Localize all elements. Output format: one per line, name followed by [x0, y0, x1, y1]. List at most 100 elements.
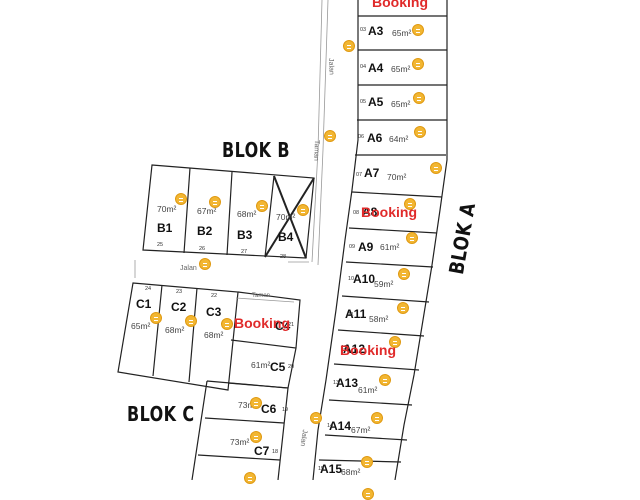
- coin-icon[interactable]: [406, 232, 418, 244]
- coin-icon[interactable]: [379, 374, 391, 386]
- blok-a-lot-number: 11: [348, 312, 354, 318]
- coin-icon[interactable]: [310, 412, 322, 424]
- coin-icon[interactable]: [412, 24, 424, 36]
- blok-a-lot-code: A5: [368, 95, 384, 109]
- coin-icon[interactable]: [371, 412, 383, 424]
- coin-icon[interactable]: [256, 200, 268, 212]
- blok-a-lot-size: 64m²: [389, 134, 409, 144]
- blok-a-lot-code: A13: [336, 376, 359, 390]
- blok-a-back: [394, 0, 448, 480]
- coin-icon[interactable]: [414, 126, 426, 138]
- coin-icon[interactable]: [150, 312, 162, 324]
- blok-c-lot-size: 68m²: [204, 330, 224, 340]
- blok-c-bottom: [191, 380, 289, 480]
- blok-b-lot-size: 67m²: [197, 206, 217, 216]
- road-label-taman-c: Taman: [252, 293, 271, 299]
- blok-a-lot-code: A15: [320, 462, 343, 476]
- blok-a-lot-size: 65m²: [391, 64, 411, 74]
- blok-b-lot-code: B2: [197, 224, 213, 238]
- coin-icon[interactable]: [250, 397, 262, 409]
- coin-icon[interactable]: [297, 204, 309, 216]
- blok-a-lot-size: 67m²: [351, 425, 371, 435]
- blok-a-lot-code: A7: [364, 166, 380, 180]
- blok-a-lot-code: A4: [368, 61, 384, 75]
- blok-b-lot-size: 70m²: [157, 204, 177, 214]
- coin-icon[interactable]: [398, 268, 410, 280]
- road-lines: [134, 0, 329, 278]
- coin-icon[interactable]: [362, 488, 374, 500]
- blok-c-lot-code: C5: [270, 360, 286, 374]
- coin-icon[interactable]: [404, 198, 416, 210]
- siteplan-map: [117, 0, 448, 480]
- blok-b-lot-number: 27: [241, 249, 248, 255]
- road-label-jalan-horizontal: Jalan: [180, 265, 197, 272]
- blok-b-lot-number: 28: [280, 254, 287, 260]
- blok-c-lot-code: C1: [136, 297, 152, 311]
- blok-b-lot-code: B4: [278, 230, 294, 244]
- coin-icon[interactable]: [244, 472, 256, 484]
- coin-icon[interactable]: [412, 58, 424, 70]
- blok-b-lot-code: B1: [157, 221, 173, 235]
- blok-a-lot-number: 14: [327, 423, 334, 429]
- blok-a-lot-size: 59m²: [374, 279, 394, 289]
- blok-a-lot-size: 65m²: [392, 28, 412, 38]
- blok-a-lot-code: A8: [362, 205, 378, 219]
- blok-b-lot-number: 26: [199, 246, 206, 252]
- coin-icon[interactable]: [413, 92, 425, 104]
- blok-c-lot-number: 24: [145, 286, 152, 292]
- blok-a-lot-size: 65m²: [391, 99, 411, 109]
- blok-b-title: BLOK B: [222, 138, 290, 162]
- lot-lines: [117, 0, 448, 480]
- blok-a-lot-size: 70m²: [387, 172, 407, 182]
- blok-a-lot-size: 58m²: [369, 314, 389, 324]
- blok-c-lot-code: C6: [261, 402, 277, 416]
- blok-a-lot-number: 15: [318, 466, 325, 472]
- booking-label-a2: Booking: [372, 0, 428, 10]
- coin-icon[interactable]: [199, 258, 211, 270]
- blok-a-lot-number: 06: [358, 134, 365, 140]
- blok-c-lot-code: C2: [171, 300, 187, 314]
- coin-icon[interactable]: [175, 193, 187, 205]
- coin-icon[interactable]: [361, 456, 373, 468]
- coin-icon[interactable]: [250, 431, 262, 443]
- blok-c-lot-number: 20: [288, 364, 295, 370]
- blok-c-lot-number: 22: [211, 293, 218, 299]
- coin-icon[interactable]: [324, 130, 336, 142]
- blok-c-lot-size: 61m²: [251, 360, 271, 370]
- coin-icon[interactable]: [430, 162, 442, 174]
- blok-a-lot-number: 08: [353, 210, 360, 216]
- coin-icon[interactable]: [185, 315, 197, 327]
- blok-c-top: [117, 282, 239, 391]
- blok-a-lot-number: 03: [360, 27, 367, 33]
- blok-a-lot-code: A11: [345, 307, 367, 321]
- blok-a-lot-number: 05: [360, 99, 367, 105]
- blok-c-title: BLOK C: [127, 402, 195, 426]
- blok-a-lot-size: 61m²: [358, 385, 378, 395]
- blok-a-lot-size: 68m²: [341, 467, 361, 477]
- coin-icon[interactable]: [221, 318, 233, 330]
- blok-c-lot-size: 73m²: [230, 437, 250, 447]
- blok-a-lot-number: 13: [333, 380, 340, 386]
- blok-c-lot-size: 65m²: [131, 321, 151, 331]
- coin-icon[interactable]: [389, 336, 401, 348]
- blok-c-lot-code: C3: [206, 305, 222, 319]
- blok-a-lot-number: 04: [360, 64, 367, 70]
- blok-a-lot-code: A14: [329, 419, 352, 433]
- coin-icon[interactable]: [397, 302, 409, 314]
- coin-icon[interactable]: [209, 196, 221, 208]
- blok-a-lot-number: 12: [341, 345, 348, 351]
- blok-a-lot-number: 09: [349, 244, 356, 250]
- blok-a-lot-code: A9: [358, 240, 374, 254]
- blok-c-lot-number: 18: [272, 449, 279, 455]
- blok-b-lot-number: 25: [157, 242, 164, 248]
- blok-a-lot-number: 07: [356, 172, 363, 178]
- booking-label-a8: Booking: [361, 204, 417, 220]
- blok-b-lot-size: 68m²: [237, 209, 257, 219]
- blok-b-lot-code: B3: [237, 228, 253, 242]
- blok-a-lot-code: A12: [343, 342, 366, 356]
- booking-label-c4: Booking: [234, 315, 290, 331]
- blok-c-lot-number: 23: [176, 289, 183, 295]
- blok-c-lot-code: C7: [254, 444, 270, 458]
- blok-a-lot-code: A10: [353, 272, 376, 286]
- coin-icon[interactable]: [343, 40, 355, 52]
